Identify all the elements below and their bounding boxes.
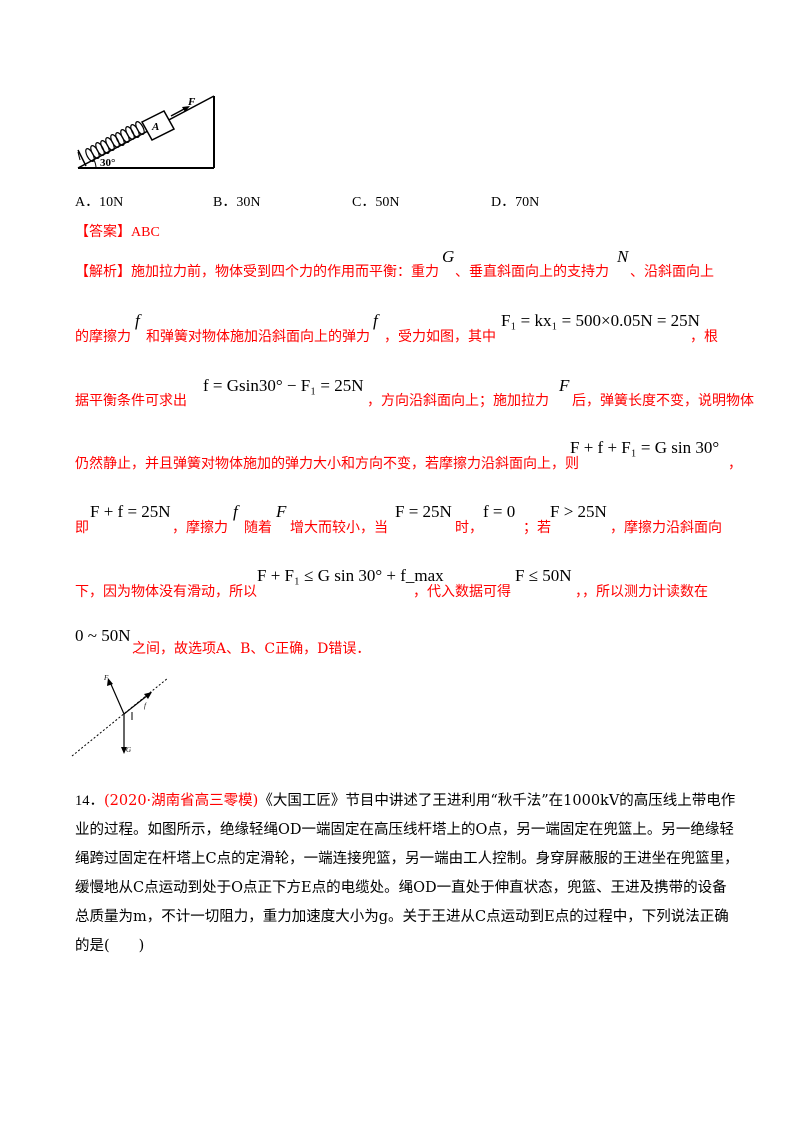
analysis-l6-t2: ，代入数据可得 [413, 584, 511, 600]
analysis-l2-t3: ，受力如图，其中 [384, 329, 496, 345]
incline-spring-figure: A F 30° [77, 95, 215, 169]
option-b: B．30N [213, 195, 261, 210]
friction-label: f [144, 702, 147, 710]
question-line-5: 总质量为m，不计一切阻力，重力加速度大小为g。关于王进从C点运动到E点的过程中，… [75, 909, 729, 925]
analysis-line-1: 【解析】施加拉力前，物体受到四个力的作用而平衡：重力 [75, 264, 439, 280]
math-eq2: f = Gsin30° − F₁ = 25N [203, 376, 364, 395]
question-line-6: 的是( ) [75, 938, 145, 954]
analysis-l5-t7: ，摩擦力沿斜面向 [610, 520, 722, 536]
analysis-l1-t2: 、垂直斜面向上的支持力 [455, 264, 609, 280]
math-f: f [135, 311, 140, 330]
force-label: F [187, 96, 196, 108]
analysis-l3-t3: 后，弹簧长度不变，说明物体 [572, 393, 754, 409]
analysis-l5-t3: 随着 [244, 520, 272, 536]
analysis-l5-t6: ；若 [523, 520, 551, 536]
math-eq9: F ≤ 50N [515, 566, 572, 585]
answer-line: 【答案】ABC [75, 221, 160, 241]
force-diagram: F f G [71, 674, 169, 757]
math-eq4: F + f = 25N [90, 502, 171, 521]
math-N: N [617, 247, 629, 266]
analysis-l4-t2: ， [728, 456, 742, 472]
math-G: G [442, 247, 455, 266]
question-source: (2020·湖南省高三零模) [104, 793, 259, 809]
answer-label: 【答案】 [75, 224, 131, 240]
math-F: F [559, 376, 570, 395]
option-c: C．50N [352, 195, 400, 210]
math-eq7: F > 25N [550, 502, 607, 521]
math-F-l5: F [276, 502, 287, 521]
question-line-4: 缓慢地从C点运动到处于O点正下方E点的电缆处。绳OD一直处于伸直状态，兜篮、王进… [75, 880, 727, 896]
analysis-l3-t1: 据平衡条件可求出 [75, 393, 187, 409]
math-eq1: F₁ = kx₁ = 500×0.05N = 25N [501, 311, 700, 330]
analysis-l5-t5: 时， [455, 520, 483, 536]
math-eq5: F = 25N [395, 502, 452, 521]
normal-force-label: F [103, 674, 109, 682]
analysis-l2-t1: 的摩擦力 [75, 329, 131, 345]
question-number: 14． [75, 793, 104, 809]
analysis-l6-t1: 下，因为物体没有滑动，所以 [75, 584, 257, 600]
analysis-l2-t2: 和弹簧对物体施加沿斜面向上的弹力 [146, 329, 370, 345]
block-label: A [151, 121, 159, 133]
analysis-l6-t3: ，，所以测力计读数在 [575, 584, 708, 600]
gravity-label: G [126, 746, 131, 754]
math-eq3: F + f + F₁ = G sin 30° [570, 438, 720, 457]
analysis-l7-t1: 之间，故选项A、B、C正确，D错误． [132, 641, 371, 657]
analysis-label: 【解析】 [75, 264, 131, 280]
analysis-l2-t4: ，根 [690, 329, 718, 345]
analysis-l5-t4: 增大而较小，当 [290, 520, 388, 536]
math-eq6: f = 0 [483, 502, 516, 521]
analysis-l5-t1: 即 [75, 520, 89, 536]
answer-value: ABC [131, 225, 160, 240]
option-a: A．10N [75, 195, 124, 210]
angle-label: 30° [100, 157, 115, 169]
math-f-l5: f [233, 502, 238, 521]
analysis-l3-t2: ，方向沿斜面向上；施加拉力 [367, 393, 549, 409]
option-d: D．70N [491, 195, 540, 210]
question-line-2: 业的过程。如图所示，绝缘轻绳OD一端固定在高压线杆塔上的O点，另一端固定在兜篮上… [75, 822, 734, 838]
analysis-l5-t2: ，摩擦力 [172, 520, 228, 536]
question-line-1: 《大国工匠》节目中讲述了王进利用“秋千法”在1000kV的高压线上带电作 [258, 793, 736, 809]
math-eq8: F + F₁ ≤ G sin 30° + f_max [257, 566, 444, 585]
analysis-l4-t1: 仍然静止，并且弹簧对物体施加的弹力大小和方向不变，若摩擦力沿斜面向上，则 [75, 456, 579, 472]
analysis-l1-t3: 、沿斜面向上 [630, 264, 714, 280]
math-eq10: 0 ~ 50N [75, 626, 131, 645]
math-f1: f [373, 311, 378, 330]
question-line-3: 绳跨过固定在杆塔上C点的定滑轮，一端连接兜篮，另一端由工人控制。身穿屏蔽服的王进… [75, 851, 739, 867]
